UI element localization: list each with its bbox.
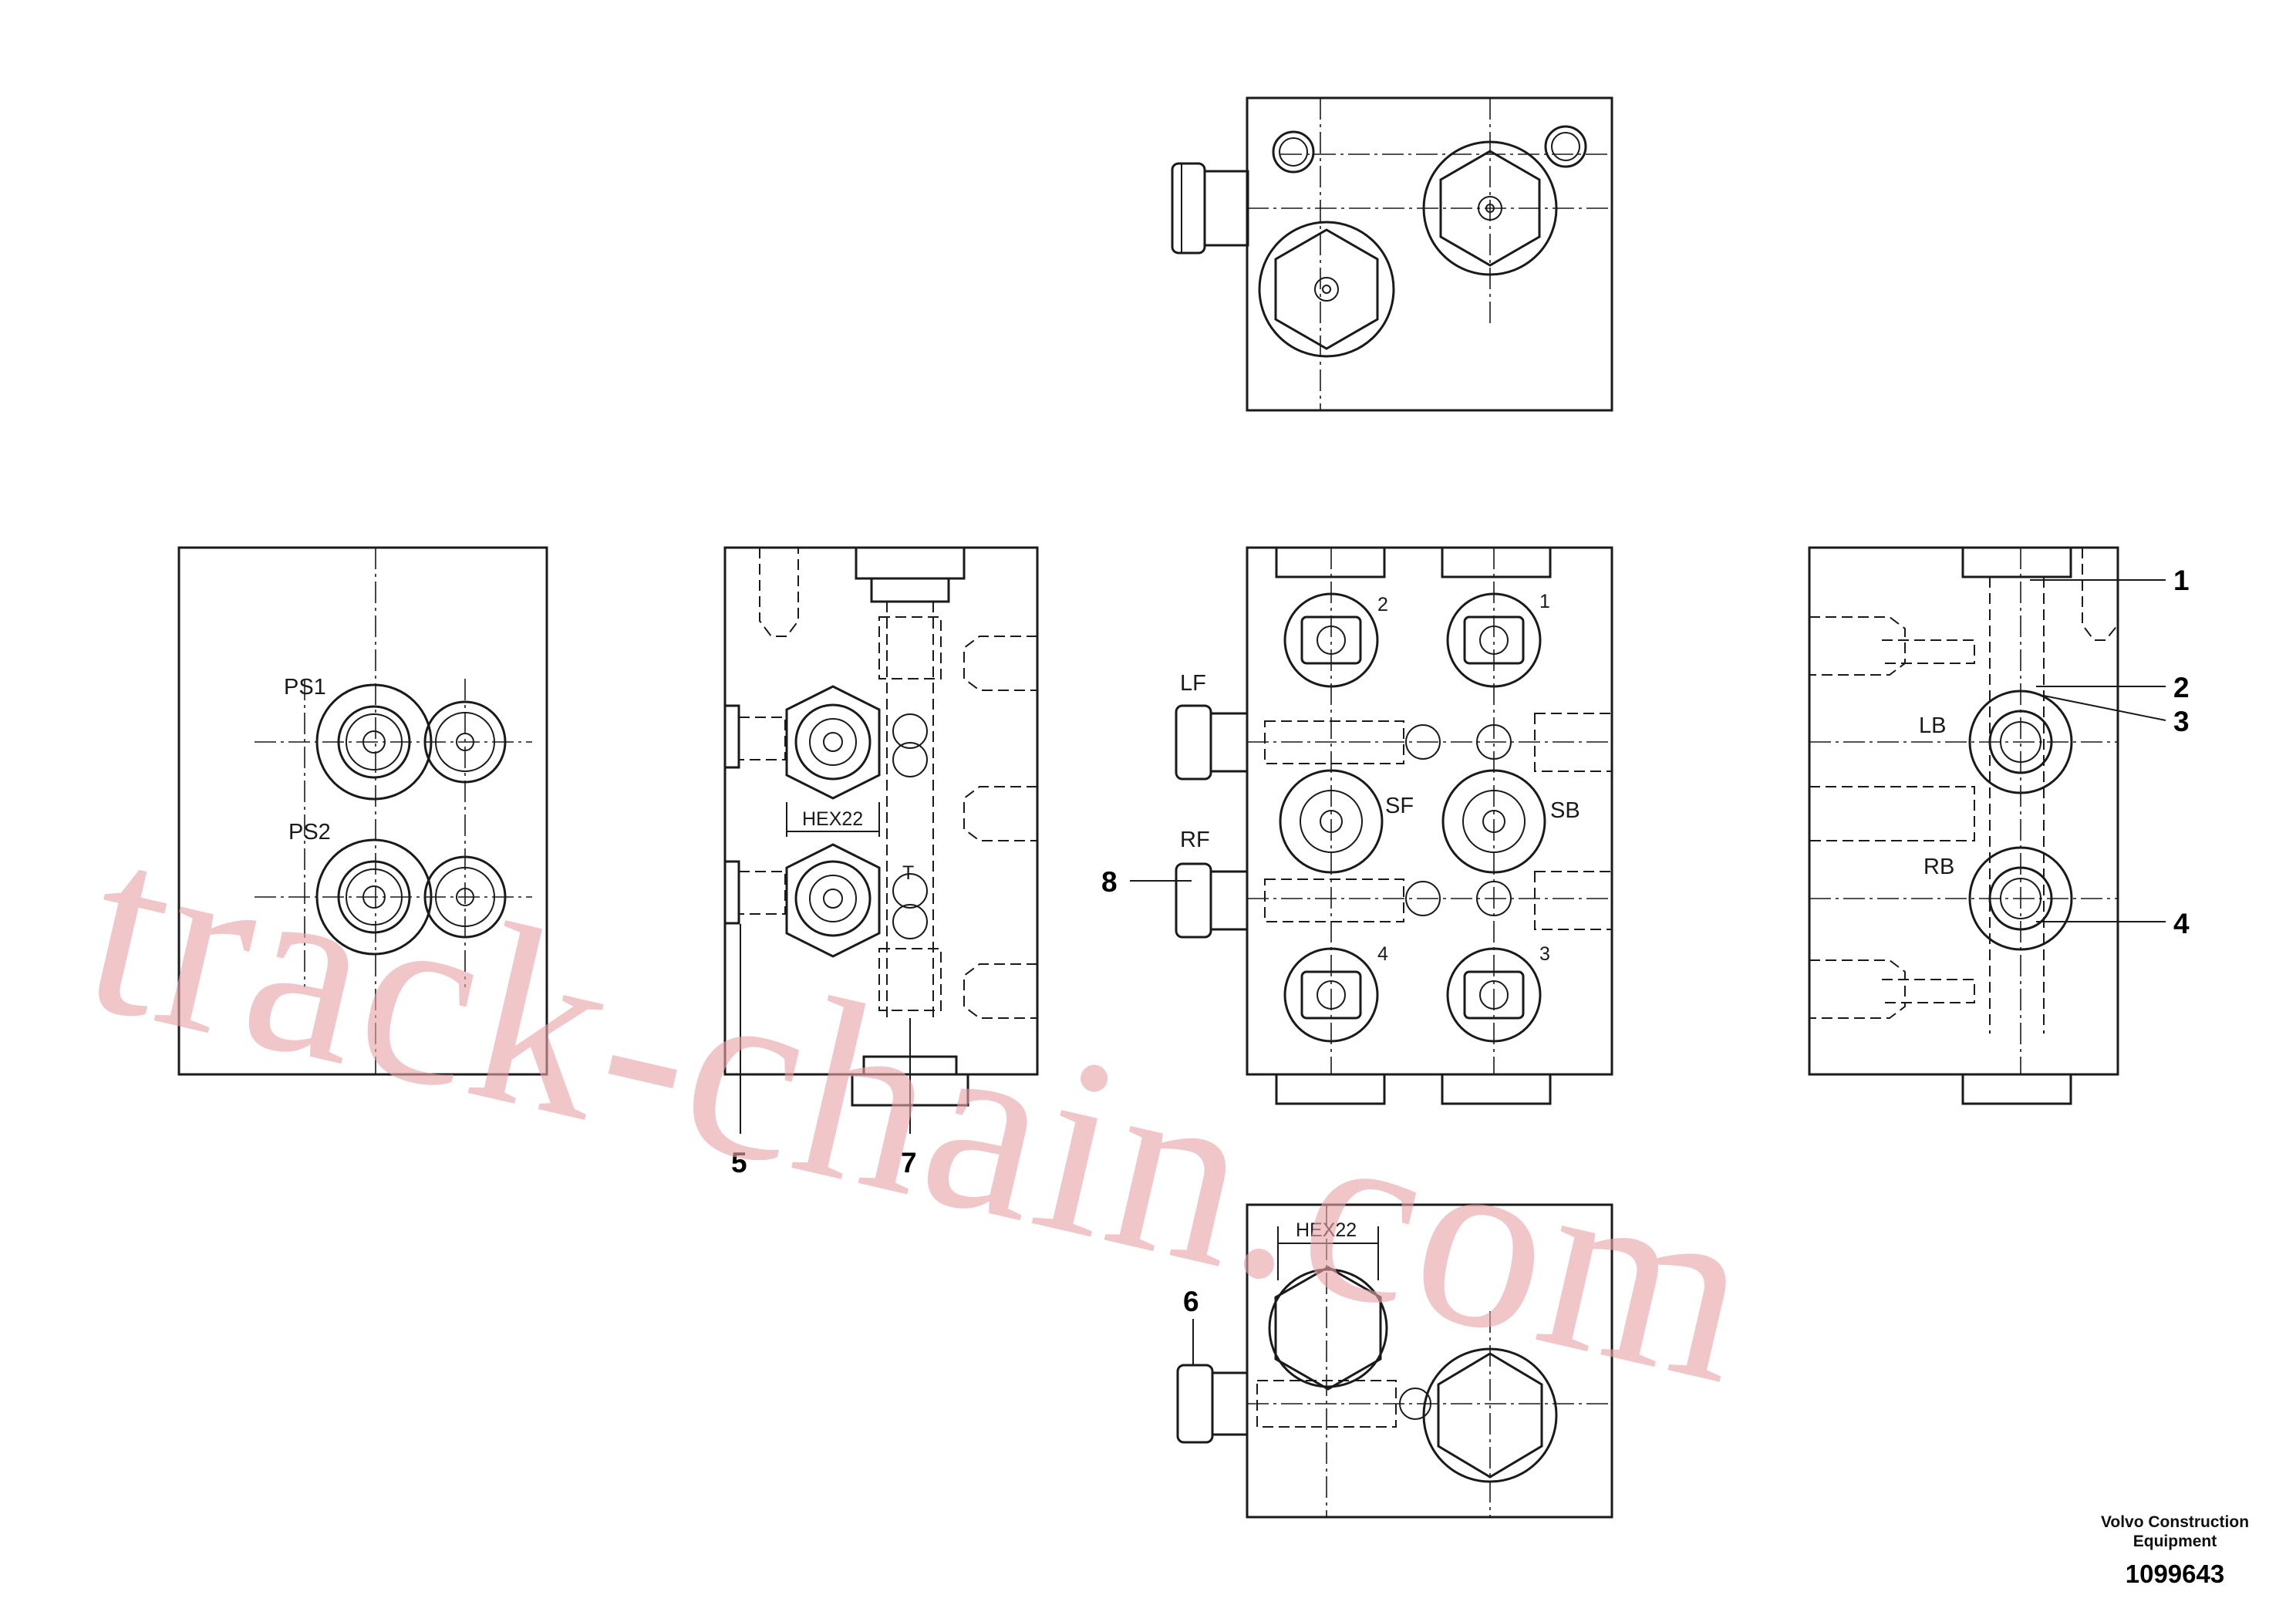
callout-4: 4 xyxy=(2173,908,2190,939)
drawing-number: 1099643 xyxy=(2126,1560,2224,1588)
left-side-view xyxy=(177,546,548,1076)
front-left-view xyxy=(723,546,1039,1107)
port-number-1: 1 xyxy=(1539,591,1550,612)
callout-6: 6 xyxy=(1183,1286,1199,1317)
port-number-3: 3 xyxy=(1539,943,1550,965)
brand-name-line1: Volvo Construction xyxy=(2101,1513,2249,1531)
port-label-ps2: PS2 xyxy=(288,820,331,845)
port-label-ps1: PS1 xyxy=(284,675,326,700)
port-label-sf: SF xyxy=(1385,794,1414,818)
hex-size-label-bottom: HEX22 xyxy=(1296,1219,1357,1241)
hex-size-label-front: HEX22 xyxy=(802,808,863,830)
port-label-rb: RB xyxy=(1923,855,1954,879)
port-number-2: 2 xyxy=(1377,594,1388,615)
right-side-view xyxy=(1808,546,2119,1105)
watermark-text: track-chain.com xyxy=(65,783,1778,1438)
callout-leaders xyxy=(740,579,2166,1365)
top-view xyxy=(1171,96,1613,412)
callout-1: 1 xyxy=(2173,565,2190,596)
port-number-4: 4 xyxy=(1377,943,1388,965)
port-label-t: T xyxy=(902,862,914,884)
port-label-sb: SB xyxy=(1550,798,1580,823)
port-label-lb: LB xyxy=(1919,713,1946,738)
center-front-view xyxy=(1175,546,1613,1105)
callout-5: 5 xyxy=(731,1147,747,1179)
port-label-lf: LF xyxy=(1180,671,1206,696)
callout-2: 2 xyxy=(2173,672,2190,703)
callout-7: 7 xyxy=(901,1147,917,1179)
callout-3: 3 xyxy=(2173,706,2190,737)
brand-name-line2: Equipment xyxy=(2133,1533,2217,1550)
port-label-rf: RF xyxy=(1180,828,1210,852)
bottom-view xyxy=(1176,1203,1613,1519)
callout-8: 8 xyxy=(1101,866,1118,898)
